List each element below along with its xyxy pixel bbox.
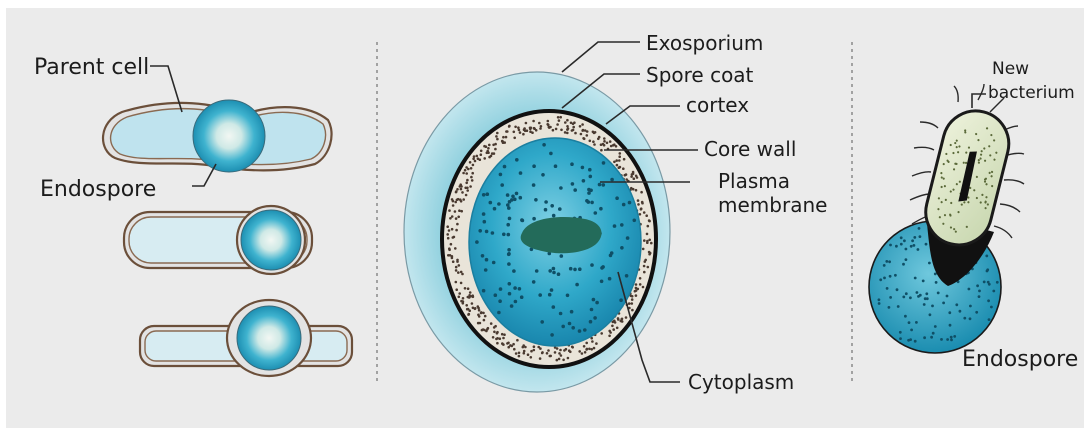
parent-cell-2 (124, 206, 312, 274)
endospore-1 (193, 100, 265, 172)
spore-coat-label: Spore coat (646, 63, 754, 87)
endospore-label-left: Endospore (40, 177, 156, 202)
core-wall-label: Core wall (704, 137, 796, 161)
new-bacterium-label-line2: bacterium (988, 83, 1075, 103)
endospore-label-right: Endospore (962, 347, 1078, 372)
cytoplasm-label: Cytoplasm (688, 370, 794, 394)
exosporium-label: Exosporium (646, 31, 763, 55)
endospore-3 (237, 306, 301, 370)
plasma-membrane-label-line2: membrane (718, 193, 827, 217)
cortex-label: cortex (686, 93, 749, 117)
new-bacterium-label-line1: New (992, 59, 1029, 79)
plasma-membrane-label-line1: Plasma (718, 169, 790, 193)
parent-cell-label: Parent cell (34, 55, 149, 80)
endospore-2 (241, 210, 301, 270)
parent-cell-1 (103, 100, 332, 172)
